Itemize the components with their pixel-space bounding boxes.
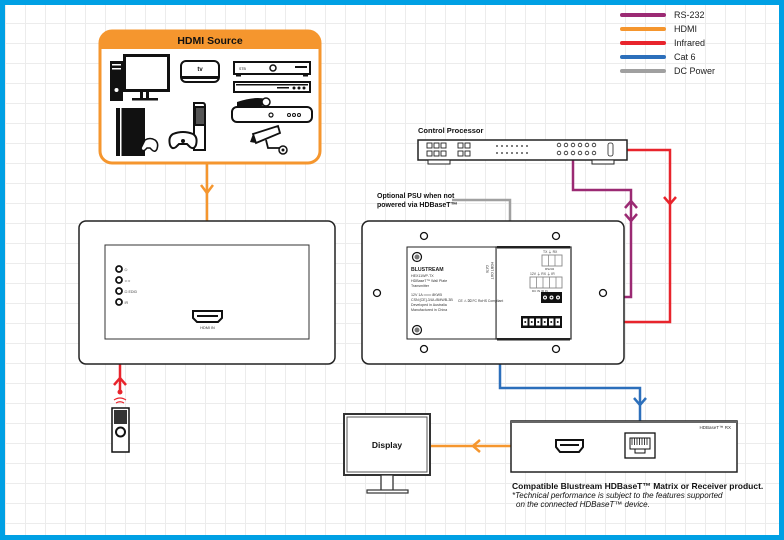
ir-remote-icon — [111, 397, 130, 453]
product-type: Transmitter — [411, 284, 430, 288]
rs232-terminal-top: TX ⏚ RX RS232 — [541, 249, 563, 271]
led-label-ir: IR — [125, 301, 129, 305]
legend-item-dc-power: DC Power — [620, 66, 715, 76]
hdmi-in-port: HDMI IN — [192, 310, 223, 330]
hdmi-in-label: HDMI IN — [200, 326, 215, 330]
arrow-down-icon — [663, 196, 677, 206]
arrow-up-icon — [113, 376, 127, 386]
legend-item-cat6: Cat 6 — [620, 52, 696, 62]
control-processor: Control Processor — [417, 126, 628, 165]
hdbt-out-sublabel: CAT6 — [485, 265, 489, 273]
arrow-down-icon — [633, 397, 647, 407]
led-label-edid: ⊡ EDID — [125, 290, 138, 294]
rs232-connector — [541, 292, 562, 303]
model-number: HEX11WP-TX — [411, 274, 434, 278]
legend-label-dc-power: DC Power — [674, 66, 715, 76]
led-power: ⏻ — [115, 265, 128, 273]
brand-logo: BLUSTREAM — [411, 267, 444, 273]
led-link: ⊂⊃ — [115, 276, 131, 284]
hdbaset-receiver: HDBaseT™ RX — [510, 420, 738, 473]
psu-note: Optional PSU when not powered via HDBase… — [377, 193, 458, 209]
cctv-camera-icon — [250, 124, 288, 155]
dc-ir-connector — [521, 316, 562, 328]
blu-ray-player-icon — [233, 81, 311, 93]
hdmi-source-panel: HDMI Source tv STB — [98, 29, 322, 165]
arrow-down-icon — [624, 213, 638, 223]
arrow-up-icon — [624, 199, 638, 209]
product-label: BLUSTREAM HEX11WP-TX HDBaseT™ Wall Plate… — [406, 246, 503, 340]
legend-label-rs232: RS-232 — [674, 10, 705, 20]
rs232-terminal-sublabel: RS232 — [545, 267, 555, 271]
legend-label-hdmi: HDMI — [674, 24, 697, 34]
set-top-box-icon: STB — [233, 61, 311, 77]
led-label-link: ⊂⊃ — [125, 279, 131, 283]
compliance-marks: CE ⚠ ⌧ FC RoHS Compliant — [458, 299, 503, 303]
rs232-terminal-label: TX ⏚ RX — [543, 249, 558, 254]
power-spec: 12V 1A ═══ 8KW5 — [411, 293, 442, 297]
psu-note-line1: Optional PSU when not — [377, 193, 455, 200]
legend-label-infrared: Infrared — [674, 38, 705, 48]
legend: RS-232 HDMI Infrared Cat 6 DC Power — [620, 10, 715, 76]
xbox-console-icon — [168, 102, 206, 151]
led-label-power: ⏻ — [125, 268, 128, 272]
satellite-receiver-icon — [231, 97, 313, 123]
display-label: Display — [372, 440, 403, 450]
receiver-note-bold: Compatible Blustream HDBaseT™ Matrix or … — [512, 481, 763, 491]
rj45-port — [624, 432, 656, 459]
stb-label: STB — [239, 67, 246, 71]
hdmi-out-port — [555, 439, 584, 453]
developed-in: Developed in Australia — [411, 303, 447, 307]
display-monitor: Display — [343, 413, 431, 494]
legend-item-rs232: RS-232 — [620, 10, 705, 20]
receiver-note-line2: on the connected HDBaseT™ device. — [516, 500, 650, 509]
legend-label-cat6: Cat 6 — [674, 52, 696, 62]
receiver-note: Compatible Blustream HDBaseT™ Matrix or … — [512, 481, 763, 509]
pc-monitor-icon — [110, 54, 170, 101]
ir-dc-terminal-sublabel: DC IN IR IN — [532, 289, 548, 293]
product-name: HDBaseT™ Wall Plate — [411, 279, 447, 283]
wallplate-front: ⏻ ⊂⊃ ⊡ EDID IR HDMI IN — [78, 220, 336, 365]
apple-tv-icon: tv — [180, 60, 220, 83]
arrow-down-icon — [200, 184, 214, 196]
receiver-note-line1: *Technical performance is subject to the… — [512, 491, 723, 500]
legend-item-hdmi: HDMI — [620, 24, 697, 34]
legend-item-infrared: Infrared — [620, 38, 705, 48]
ir-dc-terminal-label: 12V ⏚ RX ⏚ IR — [530, 271, 555, 276]
psu-note-line2: powered via HDBaseT™ — [377, 202, 458, 209]
cert-spec: CSN:[CE]-3/UL/8MWB-3B — [411, 298, 453, 302]
led-ir: IR — [115, 298, 129, 306]
playstation-console-icon — [116, 108, 159, 156]
hdmi-source-title: HDMI Source — [177, 35, 243, 47]
receiver-label: HDBaseT™ RX — [699, 425, 731, 430]
arrow-left-icon — [471, 439, 481, 453]
manufactured-in: Manufactured in China — [411, 308, 447, 312]
apple-tv-logo: tv — [197, 67, 203, 73]
wallplate-back: BLUSTREAM HEX11WP-TX HDBaseT™ Wall Plate… — [361, 220, 625, 365]
control-processor-label: Control Processor — [418, 126, 484, 135]
led-edid[interactable]: ⊡ EDID — [115, 287, 138, 295]
hdbt-out-label: HDBT OUT — [490, 262, 494, 279]
ir-dc-terminal-top: 12V ⏚ RX ⏚ IR DC IN IR IN — [529, 271, 563, 293]
